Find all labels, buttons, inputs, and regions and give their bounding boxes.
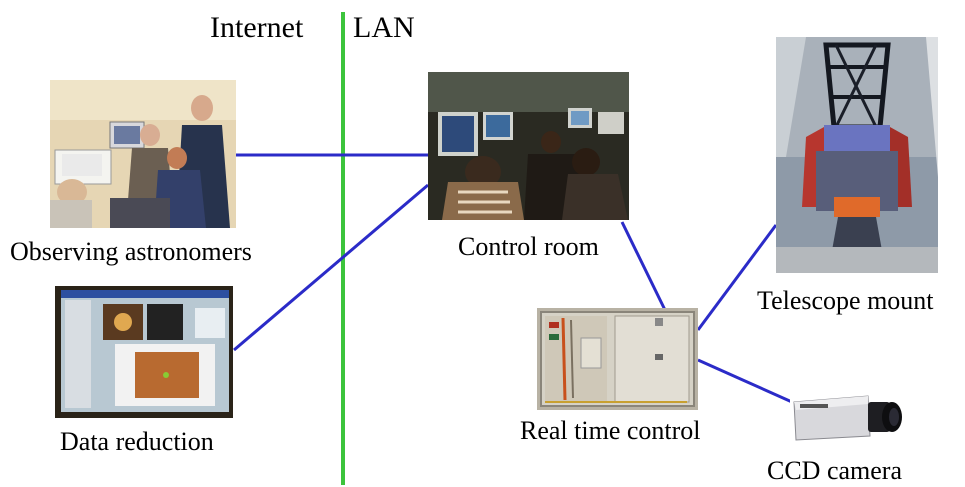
- data-reduction-photo: [55, 286, 233, 418]
- link-realtime-telescope: [696, 224, 778, 331]
- ccd-camera-photo: [790, 388, 910, 448]
- real-time-control-label: Real time control: [520, 416, 701, 445]
- ccd-camera-label: CCD camera: [767, 456, 903, 485]
- control-room-label: Control room: [458, 232, 599, 261]
- lan-zone-label: LAN: [353, 11, 415, 44]
- internet-zone-label: Internet: [210, 11, 304, 44]
- telescope-mount-label: Telescope mount: [757, 286, 934, 315]
- link-control-realtime: [620, 221, 667, 311]
- observing-astronomers-label: Observing astronomers: [10, 237, 252, 266]
- telescope-mount-photo: [776, 37, 938, 273]
- link-datareduction-control: [233, 183, 429, 352]
- observing-astronomers-photo: [50, 80, 236, 228]
- real-time-control-photo: [537, 308, 698, 410]
- link-realtime-ccd: [697, 358, 793, 404]
- control-room-photo: [428, 72, 629, 220]
- data-reduction-label: Data reduction: [60, 427, 214, 456]
